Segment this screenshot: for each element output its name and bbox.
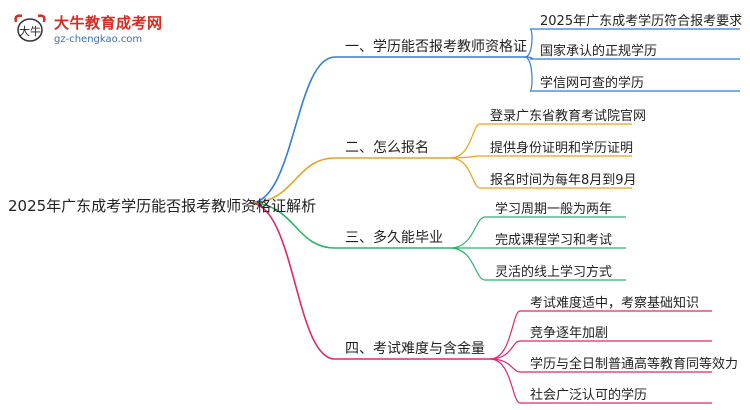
- leaf-topic: 2025年广东成考学历符合报考要求: [540, 14, 743, 29]
- leaf-topic: 学历与全日制普通高等教育同等效力: [530, 357, 739, 372]
- branch-connector: [249, 202, 450, 249]
- branch-topic: 一、学历能否报考教师资格证: [345, 39, 527, 55]
- leaf-connector: [449, 157, 632, 189]
- logo-mark-text: 大牛: [19, 24, 41, 38]
- leaf-topic: 学信网可查的学历: [540, 76, 645, 91]
- root-topic: 2025年广东成考学历能否报考教师资格证解析: [8, 197, 317, 215]
- leaf-connector: [489, 358, 712, 373]
- branch-connector: [249, 157, 450, 204]
- leaf-connector: [524, 28, 740, 58]
- leaf-connector: [449, 123, 632, 159]
- leaf-connector: [524, 56, 740, 60]
- leaf-topic: 国家承认的正规学历: [540, 44, 658, 59]
- branch-topic: 四、考试难度与含金量: [345, 341, 485, 357]
- leaf-topic: 学习周期一般为两年: [495, 202, 613, 217]
- leaf-connector: [489, 340, 712, 360]
- leaf-topic: 提供身份证明和学历证明: [490, 141, 634, 156]
- leaf-connector: [449, 155, 632, 159]
- leaf-topic: 竞争逐年加剧: [530, 326, 609, 341]
- branch-connector: [249, 202, 490, 360]
- leaf-topic: 灵活的线上学习方式: [495, 265, 613, 280]
- bull-logo-icon: 大牛: [14, 14, 46, 42]
- leaf-connector: [449, 216, 626, 249]
- logo-url: gz-chengkao.com: [54, 34, 143, 45]
- leaf-connector: [489, 310, 712, 360]
- branch-topic: 二、怎么报名: [345, 140, 429, 156]
- leaf-connector: [489, 358, 712, 404]
- leaf-connector: [524, 56, 740, 92]
- leaf-topic: 登录广东省教育考试院官网: [490, 109, 647, 124]
- leaf-connector: [449, 247, 626, 281]
- leaf-topic: 考试难度适中，考察基础知识: [530, 296, 700, 311]
- branch-topic: 三、多久能毕业: [345, 230, 443, 246]
- site-logo[interactable]: 大牛 大牛教育成考网 gz-chengkao.com: [10, 10, 180, 52]
- leaf-topic: 社会广泛认可的学历: [530, 388, 648, 403]
- logo-title: 大牛教育成考网: [54, 14, 163, 32]
- leaf-topic: 报名时间为每年8月到9月: [490, 173, 637, 188]
- branch-connector: [249, 56, 525, 204]
- leaf-topic: 完成课程学习和考试: [495, 233, 613, 248]
